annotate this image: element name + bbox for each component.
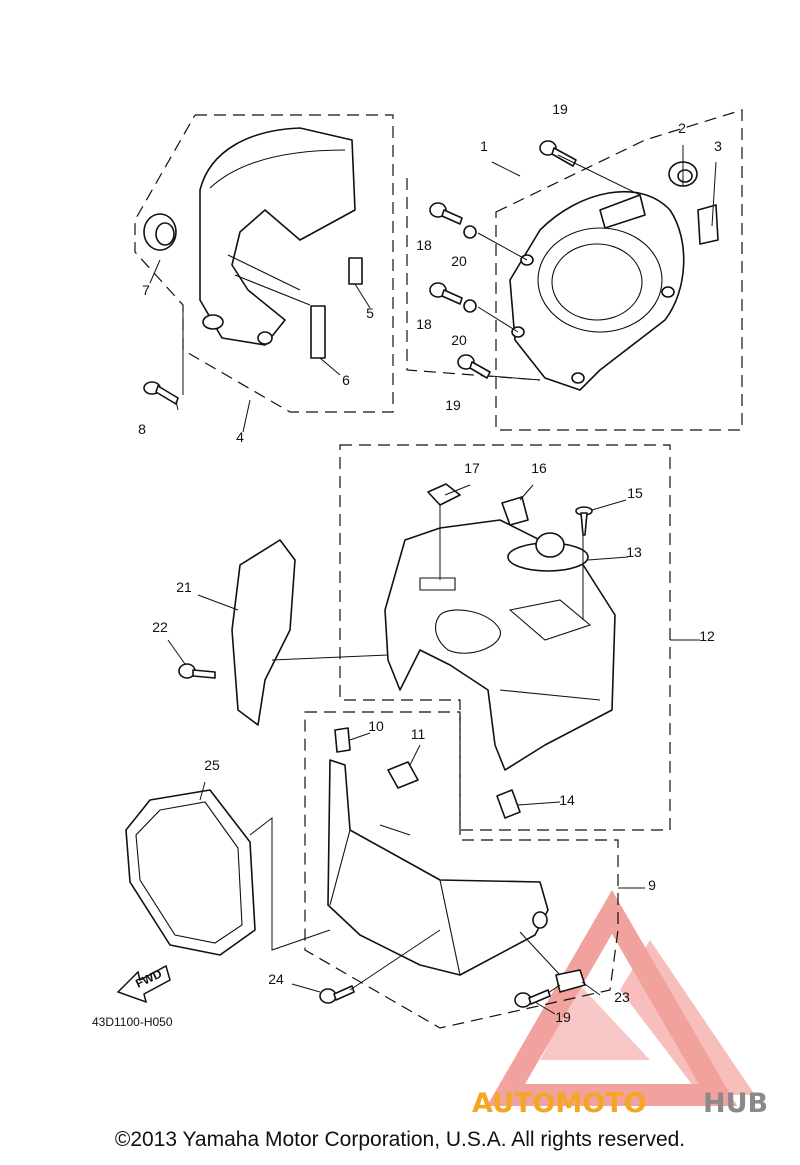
part-bolt-24 (319, 985, 355, 1004)
part-bolt-22 (178, 663, 216, 679)
callout-8: 8 (138, 421, 146, 437)
part-bolt-18-b (429, 282, 463, 305)
callout-5: 5 (366, 305, 374, 321)
part-damper-6 (310, 305, 326, 359)
callout-19: 19 (445, 397, 461, 413)
group-1-boundary (495, 109, 743, 431)
part-bolt-19-top (539, 140, 577, 167)
part-seal-13 (507, 532, 589, 572)
watermark-logo (486, 890, 755, 1106)
callout-15: 15 (627, 485, 643, 501)
part-clamp-11 (387, 761, 419, 789)
part-duct-9 (327, 759, 549, 976)
part-bolt-19-bottom (514, 989, 551, 1008)
callout-11: 11 (411, 726, 426, 742)
callout-19: 19 (552, 101, 568, 117)
watermark-part1: AUTOMOTO (472, 1088, 647, 1119)
group-9-boundary (304, 711, 619, 1029)
copyright-notice: ©2013 Yamaha Motor Corporation, U.S.A. A… (114, 1128, 686, 1151)
callout-18: 18 (416, 316, 432, 332)
callout-21: 21 (176, 579, 192, 595)
callout-24: 24 (268, 971, 284, 987)
callout-6: 6 (342, 372, 350, 388)
part-cover-left (199, 127, 356, 346)
callout-13: 13 (626, 544, 642, 560)
callout-19: 19 (555, 1009, 571, 1025)
callout-22: 22 (152, 619, 168, 635)
callout-2: 2 (678, 120, 686, 136)
callout-10: 10 (368, 718, 384, 734)
callout-7: 7 (142, 282, 150, 298)
part-damper-5 (348, 257, 363, 285)
diagram-code: 43D1100-H050 (92, 1015, 173, 1029)
callout-3: 3 (714, 138, 722, 154)
callout-12: 12 (699, 628, 715, 644)
part-duct-12 (384, 519, 616, 771)
part-washer-20-b (463, 299, 477, 313)
part-grommet-7 (143, 213, 177, 251)
watermark-part2: HUB (703, 1088, 768, 1119)
callout-23: 23 (614, 989, 630, 1005)
fwd-arrow-icon: FWD (116, 964, 171, 1004)
callout-25: 25 (204, 757, 220, 773)
part-nut-14 (496, 789, 521, 819)
part-baffle-21 (231, 539, 296, 726)
callout-9: 9 (648, 877, 656, 893)
watermark-text: AUTOMOTO HUB (472, 1088, 768, 1119)
group-4-boundary (134, 114, 394, 413)
part-bolt-18-a (429, 202, 463, 225)
part-bolt-8 (143, 381, 179, 405)
callout-17: 17 (464, 460, 480, 476)
group-12-boundary (339, 444, 671, 831)
callout-20: 20 (451, 253, 467, 269)
part-clamp-17 (427, 483, 461, 506)
group-link (406, 178, 541, 381)
part-gasket-25 (125, 789, 256, 956)
part-screw-15 (575, 506, 593, 536)
callout-20: 20 (451, 332, 467, 348)
callout-1: 1 (480, 138, 488, 154)
part-clip-16 (501, 496, 529, 526)
part-bolt-19-mid (457, 354, 491, 379)
part-label-3 (697, 204, 719, 245)
part-clip-10 (334, 727, 351, 753)
callout-14: 14 (559, 792, 575, 808)
part-washer-20-a (463, 225, 477, 239)
callout-16: 16 (531, 460, 547, 476)
callout-18: 18 (416, 237, 432, 253)
callout-4: 4 (236, 429, 244, 445)
part-fan-cover-1 (509, 190, 685, 391)
